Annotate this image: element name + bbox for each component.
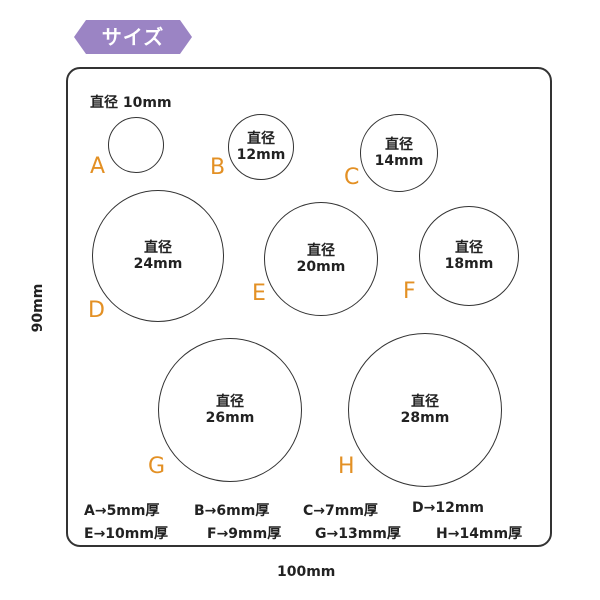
circle-e: 直径 20mm [264, 202, 378, 316]
circle-h: 直径 28mm [348, 333, 502, 487]
circle-b-letter: B [210, 155, 226, 180]
circle-a-diameter-label: 直径 10mm [90, 95, 172, 111]
circle-c-letter: C [344, 165, 360, 190]
note-f: F→9mm厚 [207, 526, 282, 542]
mold-frame [66, 67, 552, 547]
circle-e-label-2: 20mm [296, 259, 346, 275]
circle-d-label-1: 直径 [144, 240, 172, 256]
circle-b-label-2: 12mm [236, 147, 286, 163]
circle-a-letter: A [90, 154, 106, 179]
circle-h-label-2: 28mm [400, 410, 450, 426]
circle-h-label-1: 直径 [411, 394, 439, 410]
height-dimension: 90mm [30, 283, 46, 333]
circle-b: 直径 12mm [228, 114, 294, 180]
circle-h-letter: H [338, 454, 355, 479]
note-g: G→13mm厚 [315, 526, 401, 542]
circle-f-letter: F [403, 279, 416, 304]
circle-d-letter: D [88, 298, 105, 323]
circle-e-label-1: 直径 [307, 243, 335, 259]
note-c: C→7mm厚 [303, 503, 378, 519]
note-e: E→10mm厚 [84, 526, 168, 542]
circle-d-label-2: 24mm [133, 256, 183, 272]
note-b: B→6mm厚 [194, 503, 270, 519]
circle-g-label-1: 直径 [216, 394, 244, 410]
note-a: A→5mm厚 [84, 503, 160, 519]
note-h: H→14mm厚 [436, 526, 523, 542]
size-tag: サイズ [74, 20, 192, 54]
circle-c-label-1: 直径 [385, 137, 413, 153]
note-d: D→12mm [412, 500, 485, 516]
circle-c-label-2: 14mm [374, 153, 424, 169]
circle-f-label-2: 18mm [444, 256, 494, 272]
circle-f-label-1: 直径 [455, 240, 483, 256]
circle-g-label-2: 26mm [205, 410, 255, 426]
width-dimension: 100mm [277, 564, 336, 580]
circle-e-letter: E [252, 281, 266, 306]
circle-b-label-1: 直径 [247, 131, 275, 147]
circle-a [108, 117, 164, 173]
circle-g: 直径 26mm [158, 338, 302, 482]
circle-d: 直径 24mm [92, 190, 224, 322]
circle-f: 直径 18mm [419, 206, 519, 306]
circle-c: 直径 14mm [360, 114, 438, 192]
circle-g-letter: G [148, 454, 166, 479]
